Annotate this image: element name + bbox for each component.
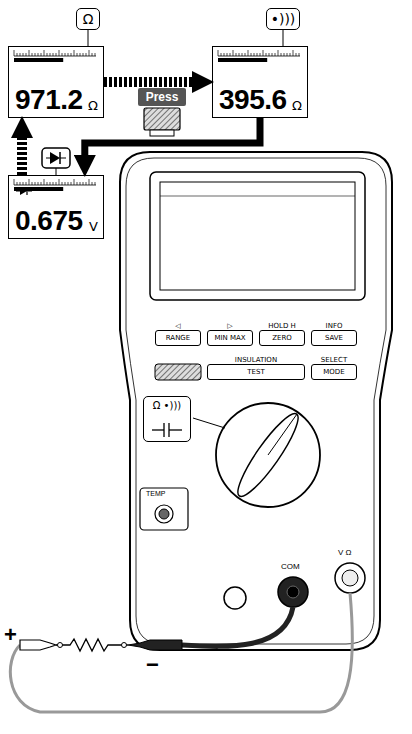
- node-text: 0.675: [15, 207, 83, 235]
- flow-arrow: [17, 138, 27, 175]
- leader-line: [88, 30, 89, 46]
- node-text: Ω •))): [153, 400, 181, 411]
- meter-button: HOLD HZERO: [259, 330, 305, 346]
- meter-inner-outline: [126, 158, 386, 644]
- node-text: SAVE: [325, 334, 343, 342]
- black-lead: [182, 607, 293, 646]
- rotary-dial: [216, 403, 320, 507]
- node-text: Ω: [88, 98, 98, 114]
- com-jack: [278, 577, 308, 607]
- screen: [160, 182, 355, 290]
- resistor-symbol: [56, 639, 128, 651]
- lcd-display: 395.6 Ω: [212, 46, 308, 118]
- function-button: [155, 364, 201, 380]
- button-caption: ◁: [148, 322, 208, 330]
- node-text: Press: [146, 90, 179, 104]
- lcd-display: 971.2 Ω: [8, 46, 104, 118]
- button-caption: SELECT: [304, 356, 364, 364]
- black-probe: [128, 640, 182, 650]
- button-caption: INFO: [304, 322, 364, 330]
- meter-housing: [120, 152, 392, 650]
- meter-button: ▷MIN MAX: [207, 330, 253, 346]
- node-text: TEST: [247, 368, 264, 376]
- jack-label: TEMP: [146, 490, 165, 497]
- button-caption: INSULATION: [200, 356, 312, 364]
- node-text: MODE: [323, 368, 344, 376]
- flow-arrow: [85, 118, 260, 155]
- temp-panel: [140, 488, 188, 530]
- meter-button: ◁RANGE: [155, 330, 201, 346]
- leader-line: [193, 418, 225, 428]
- button-caption: HOLD H: [252, 322, 312, 330]
- node-text: Ω: [292, 98, 302, 114]
- node-text: 395.6: [219, 86, 287, 114]
- lcd-display: 0.675 V: [8, 175, 104, 239]
- v-ohm-jack: [335, 563, 365, 593]
- dial-callout: Ω •))): [143, 396, 191, 442]
- polarity-mark: +: [4, 622, 17, 648]
- press-button: [144, 108, 180, 136]
- node-text: MIN MAX: [214, 334, 245, 342]
- node-text: ZERO: [272, 334, 292, 342]
- press-label: Press: [138, 88, 186, 106]
- node-text: 971.2: [15, 86, 83, 114]
- jack-label: V Ω: [338, 548, 352, 557]
- capacitor-symbol: [152, 423, 182, 437]
- diode-callout: [42, 148, 70, 175]
- button-caption: ▷: [200, 322, 260, 330]
- node-text: •))): [271, 11, 296, 27]
- flow-arrow: [104, 77, 192, 87]
- node-text: Ω: [83, 11, 94, 27]
- polarity-mark: −: [146, 652, 159, 678]
- red-probe: [20, 640, 56, 650]
- node-text: RANGE: [166, 334, 190, 342]
- meter-button: SELECTMODE: [311, 364, 357, 380]
- jack-label: COM: [281, 562, 300, 571]
- input-jack: [224, 587, 246, 609]
- symbol-callout: •))): [266, 8, 300, 30]
- meter-button: INFOSAVE: [311, 330, 357, 346]
- symbol-callout: Ω: [76, 8, 100, 30]
- node-text: V: [89, 219, 98, 235]
- red-lead: [10, 593, 352, 712]
- meter-button: INSULATIONTEST: [207, 364, 305, 380]
- bar-graph: [14, 50, 300, 191]
- screen-frame: [150, 172, 365, 300]
- leader-line: [283, 30, 284, 46]
